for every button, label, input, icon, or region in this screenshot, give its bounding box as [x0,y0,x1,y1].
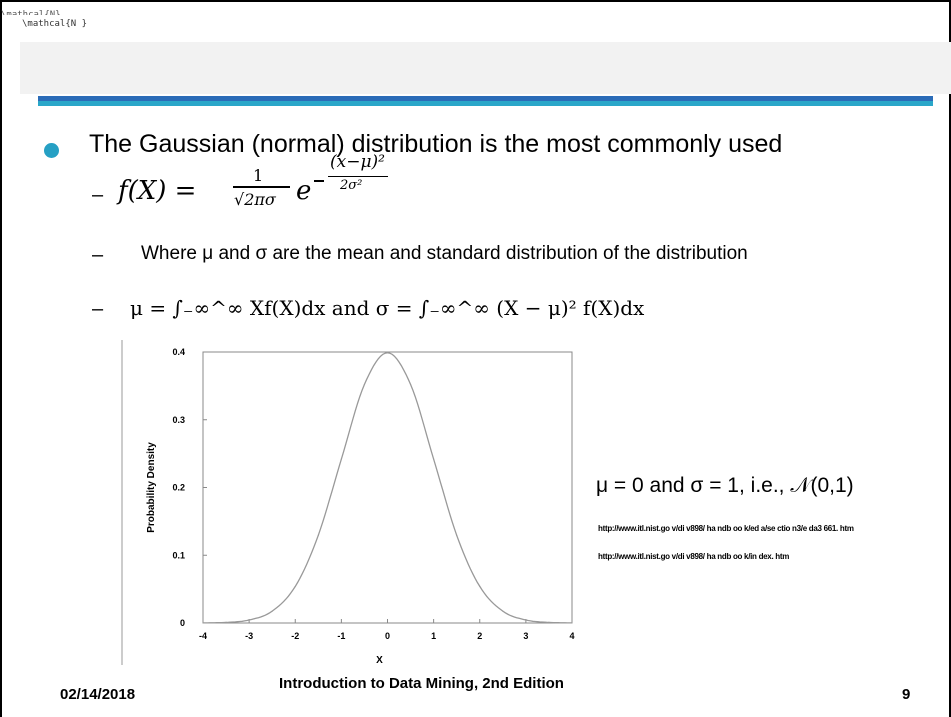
x-tick-label: -2 [291,631,299,641]
footer-title: Introduction to Data Mining, 2nd Edition [279,675,564,692]
density-point [248,619,250,621]
dash-marker: – [92,298,104,320]
distribution-note: μ = 0 and σ = 1, i.e., 𝒩(0,1) [596,474,854,497]
y-tick-label: 0.1 [172,550,185,560]
footer-date: 02/14/2018 [60,686,136,703]
formula-exponent: (x−μ)² [330,152,385,172]
moments-line: μ = ∫₋∞^∞ Xf(X)dx and σ = ∫₋∞^∞ (X − μ)²… [130,296,645,320]
latex-artifact-second: \mathcal{N } [22,19,88,29]
y-tick-label: 0.2 [172,483,185,493]
formula-lhs: f(X) = [118,176,197,206]
x-tick-label: 2 [477,631,482,641]
where-line: Where μ and σ are the mean and standard … [141,243,748,264]
density-point [294,585,296,588]
plot-frame [202,351,573,624]
exponent-minus [314,180,324,182]
formula-numerator: 1 [253,166,264,185]
x-tick-label: -1 [337,631,345,641]
header-rule-blue [38,96,933,101]
density-point [386,352,389,354]
reference-url-1[interactable]: http://www.itl.nist.go v/di v898/ ha ndb… [598,524,854,533]
density-point [340,458,342,460]
density-point [456,534,458,536]
density-curve [203,352,572,624]
density-point [433,458,435,460]
density-point [502,610,504,612]
gaussian-chart: -4 -3 -2 -1 0 1 2 3 4 0 0.1 0.2 0.3 0.4X Probability D… [121,340,575,666]
x-tick-label: -4 [199,631,207,641]
reference-url-2[interactable]: http://www.itl.nist.go v/di v898/ ha ndb… [598,552,790,561]
density-point [271,610,273,612]
x-tick-label: 3 [523,631,528,641]
density-point [202,622,204,624]
y-tick-label: 0.3 [172,415,185,425]
dash-marker: – [92,244,104,266]
frame-border-left [0,0,2,717]
slide-header-band [20,42,951,94]
density-point [409,383,412,386]
x-tick-label: 0 [385,631,390,641]
density-point [525,619,527,621]
x-tick-label: 4 [569,631,574,641]
formula-denominator: √2πσ [234,190,276,209]
header-rule-cyan [38,101,933,106]
density-point [317,534,319,536]
x-tick-label: -3 [245,631,253,641]
y-axis-label: Probability Density [146,442,157,533]
y-tick-label: 0.4 [172,347,185,357]
density-point [571,622,573,624]
x-axis-label: X [376,655,383,666]
dash-marker: – [92,184,104,206]
page-number: 9 [902,686,911,703]
density-point [479,585,481,588]
density-point [363,383,366,386]
y-tick-label: 0 [180,618,185,628]
latex-artifact-top: \mathcal{N} [1,10,61,15]
bullet-icon [44,143,59,158]
formula-base: e [296,176,312,206]
density-point [548,621,550,623]
fraction-bar [233,186,290,188]
frame-border-top [0,0,951,2]
frame-border-right [949,0,951,717]
x-tick-label: 1 [431,631,436,641]
formula-exponent-den: 2σ² [340,178,363,193]
bullet-heading: The Gaussian (normal) distribution is th… [89,130,783,158]
density-point [225,621,227,623]
exponent-bar [328,176,388,177]
